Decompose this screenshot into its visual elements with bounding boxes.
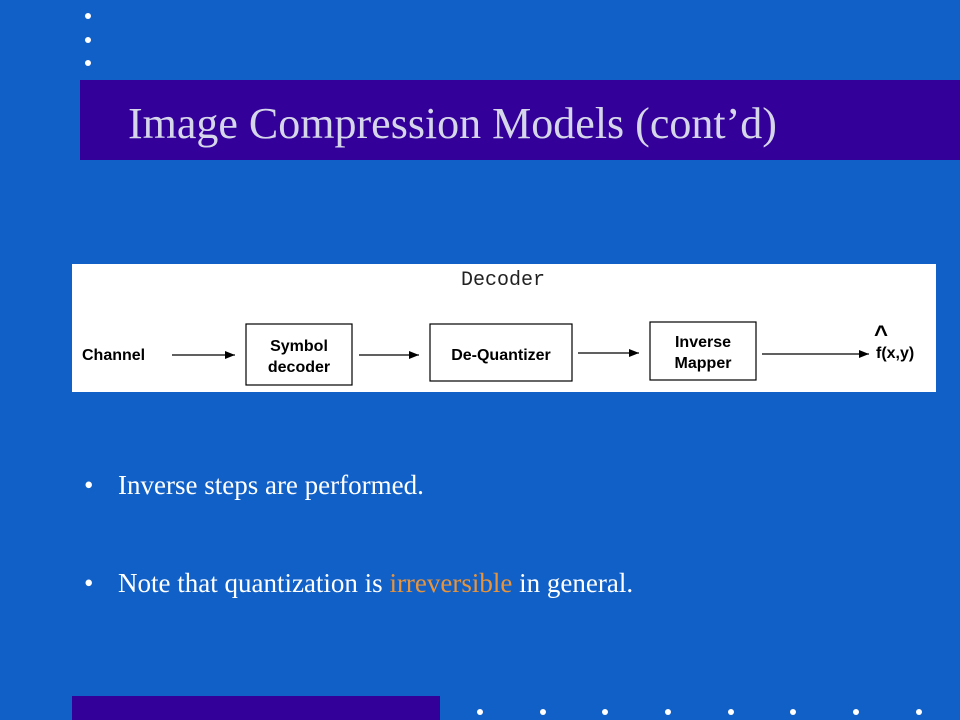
diagram-heading: Decoder [461, 269, 545, 292]
symbol-decoder-label-line2: decoder [268, 359, 330, 376]
decor-dot [85, 13, 91, 19]
decor-dot [85, 60, 91, 66]
bullet-item-1: • Inverse steps are performed. [84, 470, 424, 501]
decor-dot [853, 709, 859, 715]
decor-dot [477, 709, 483, 715]
decor-dot [665, 709, 671, 715]
bottom-accent-bar [72, 696, 440, 720]
bullet-mark: • [84, 568, 94, 598]
decor-dot [540, 709, 546, 715]
decoder-diagram: Decoder Channel Symbol decoder De-Quanti… [72, 264, 936, 392]
output-label: f(x,y) [876, 345, 914, 362]
inverse-mapper-box [649, 321, 757, 381]
decor-dot [85, 37, 91, 43]
bullet-item-2: •Note that quantization is irreversible … [84, 568, 633, 599]
de-quantizer-label: De-Quantizer [451, 347, 551, 364]
decor-dot [790, 709, 796, 715]
decoder-diagram-svg: Decoder Channel Symbol decoder De-Quanti… [82, 269, 914, 386]
bullet-mark: • [84, 470, 94, 500]
output-hat: ^ [874, 321, 888, 348]
slide-title: Image Compression Models (cont’d) [128, 99, 777, 148]
channel-label: Channel [82, 347, 145, 364]
inverse-mapper-label-line2: Mapper [675, 355, 732, 372]
bullet-text-2-after: in general. [512, 568, 634, 598]
bullet-text-2-highlight: irreversible [389, 568, 513, 598]
inverse-mapper-label-line1: Inverse [675, 334, 731, 351]
decor-dot [916, 709, 922, 715]
bullet-text-2-before: Note that quantization is [118, 568, 390, 598]
bullet-text-1: Inverse steps are performed. [118, 470, 424, 500]
symbol-decoder-box [245, 323, 353, 386]
title-bar: Image Compression Models (cont’d) [80, 80, 960, 160]
symbol-decoder-label-line1: Symbol [270, 338, 328, 355]
decor-dot [728, 709, 734, 715]
de-quantizer-box [429, 323, 573, 382]
decor-dot [602, 709, 608, 715]
